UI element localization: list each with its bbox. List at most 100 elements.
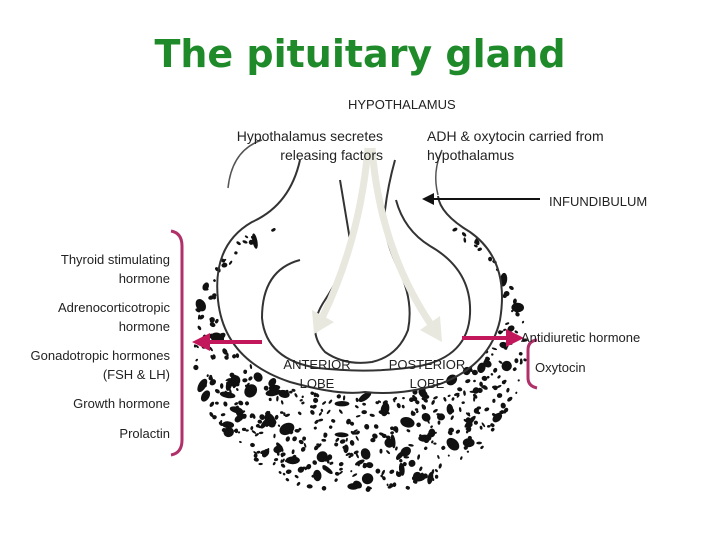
tissue-speckle (384, 438, 394, 448)
tissue-speckle (469, 390, 475, 393)
tissue-speckle (221, 264, 225, 268)
tissue-speckle (214, 388, 220, 394)
tissue-speckle (268, 397, 272, 402)
tissue-speckle (331, 419, 336, 423)
tissue-speckle (378, 432, 385, 436)
tissue-speckle (441, 445, 446, 450)
hormone-adrenocorticotropic: Adrenocorticotropic hormone (5, 298, 170, 336)
tissue-speckle (236, 241, 241, 246)
tissue-speckle (424, 446, 428, 451)
tissue-speckle (313, 397, 319, 403)
tissue-speckle (258, 462, 263, 466)
hormone-thyroid-stimulating: Thyroid stimulating hormone (5, 250, 170, 288)
tissue-speckle (219, 391, 236, 399)
tissue-speckle (503, 346, 508, 350)
tissue-speckle (473, 420, 478, 425)
tissue-speckle (245, 401, 249, 406)
tissue-speckle (385, 435, 391, 440)
hormone-gonadotropic: Gonadotropic hormones (FSH & LH) (5, 346, 170, 384)
tissue-speckle (329, 425, 333, 429)
posterior-output-arrowhead (506, 329, 524, 347)
tissue-speckle (250, 426, 254, 431)
tissue-speckle (197, 378, 208, 393)
anterior-flow-arrowhead (312, 310, 334, 334)
tissue-speckle (434, 474, 439, 479)
tissue-speckle (450, 415, 454, 420)
tissue-speckle (334, 478, 338, 482)
tissue-speckle (437, 420, 441, 425)
tissue-speckle (232, 384, 237, 389)
tissue-speckle (339, 467, 343, 471)
tissue-speckle (507, 396, 513, 402)
tissue-speckle (310, 391, 315, 395)
tissue-speckle (486, 375, 490, 379)
tissue-speckle (522, 338, 526, 342)
tissue-speckle (361, 410, 367, 415)
tissue-speckle (463, 390, 466, 396)
tissue-speckle (446, 403, 454, 415)
tissue-speckle (273, 433, 276, 439)
tissue-speckle (274, 414, 279, 420)
tissue-speckle (195, 308, 201, 313)
tissue-speckle (277, 424, 281, 427)
tissue-speckle (452, 227, 458, 232)
tissue-speckle (242, 413, 247, 419)
tissue-speckle (195, 344, 199, 349)
tissue-speckle (473, 379, 476, 383)
tissue-speckle (242, 378, 248, 383)
tissue-speckle (430, 425, 433, 428)
tissue-speckle (272, 461, 276, 466)
tissue-speckle (457, 387, 463, 392)
tissue-speckle (505, 322, 510, 325)
tissue-speckle (395, 446, 398, 451)
tissue-speckle (447, 454, 450, 457)
hormone-line: Prolactin (119, 426, 170, 441)
anterior-flow-arrow (318, 147, 372, 320)
tissue-speckle (229, 406, 244, 414)
tissue-speckle (398, 462, 405, 476)
tissue-speckle (477, 247, 482, 252)
hormone-line: Thyroid stimulating (60, 252, 170, 267)
tissue-speckle (251, 430, 257, 434)
tissue-speckle (294, 428, 300, 433)
tissue-speckle (353, 450, 359, 455)
hormone-oxytocin: Oxytocin (535, 360, 586, 375)
tissue-speckle (268, 378, 277, 387)
tissue-speckle (345, 452, 351, 456)
tissue-speckle (280, 400, 284, 405)
tissue-speckle (232, 354, 237, 359)
hormone-line: (FSH & LH) (102, 367, 170, 382)
tissue-speckle (302, 436, 307, 441)
tissue-speckle (294, 393, 298, 398)
hypothalamus-secretes-label: Hypothalamus secretes releasing factors (205, 127, 383, 165)
tissue-speckle (326, 460, 330, 464)
tissue-speckle (491, 347, 498, 351)
tissue-speckle (479, 425, 483, 430)
tissue-speckle (372, 433, 378, 439)
tissue-speckle (245, 429, 249, 432)
tissue-speckle (352, 473, 358, 477)
tissue-speckle (271, 228, 276, 232)
tissue-speckle (498, 360, 503, 364)
tissue-speckle (339, 439, 346, 444)
tissue-speckle (443, 397, 447, 402)
tissue-speckle (465, 412, 471, 417)
page-title: The pituitary gland (154, 32, 566, 76)
tissue-speckle (297, 411, 302, 416)
tissue-speckle (448, 403, 451, 406)
tissue-speckle (431, 399, 435, 405)
tissue-speckle (386, 450, 391, 455)
tissue-speckle (292, 436, 297, 442)
tissue-speckle (473, 244, 478, 248)
tissue-speckle (470, 368, 473, 372)
tissue-speckle (244, 235, 249, 239)
tissue-speckle (463, 237, 467, 243)
tissue-speckle (496, 384, 502, 389)
tissue-speckle (334, 401, 350, 407)
tissue-speckle (346, 418, 351, 425)
tissue-speckle (448, 427, 454, 433)
tissue-speckle (395, 470, 399, 477)
tissue-speckle (345, 437, 348, 442)
tissue-speckle (250, 236, 254, 240)
tissue-speckle (464, 442, 468, 446)
